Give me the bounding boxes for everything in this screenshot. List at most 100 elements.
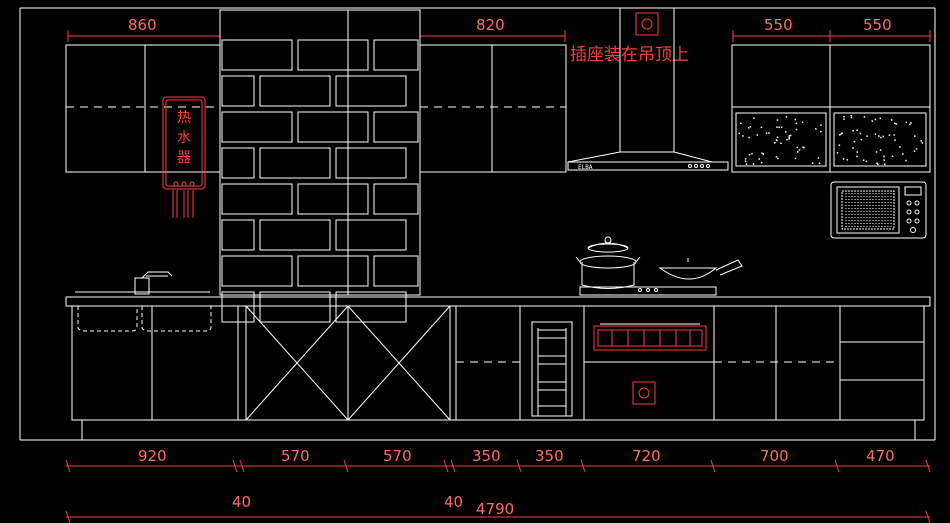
brick (373, 39, 419, 71)
mesh-dot (878, 193, 880, 194)
mesh-dot (884, 193, 886, 194)
speckle (786, 138, 788, 141)
mesh-dot (887, 199, 889, 200)
mesh-dot (887, 214, 889, 215)
speckle (788, 135, 791, 137)
brick (335, 147, 407, 179)
speckle (899, 146, 901, 148)
speckle (796, 146, 799, 149)
mesh-dot (875, 205, 877, 206)
mesh-dot (851, 226, 853, 227)
mesh-dot (890, 214, 892, 215)
speckle (818, 162, 821, 164)
mesh-dot (863, 199, 865, 200)
mesh-dot (875, 193, 877, 194)
top-dim-550-right: 550 (863, 16, 892, 34)
mesh-dot (851, 223, 853, 224)
mesh-dot (884, 208, 886, 209)
mesh-dot (869, 193, 871, 194)
bottom-dim-470: 470 (866, 447, 895, 465)
mesh-dot (887, 202, 889, 203)
mesh-dot (854, 196, 856, 197)
mesh-dot (893, 214, 895, 215)
speckle (802, 146, 804, 148)
speckle (910, 122, 912, 124)
mesh-dot (875, 220, 877, 221)
speckle (761, 152, 763, 155)
top-dim-550-left: 550 (764, 16, 793, 34)
mesh-dot (854, 208, 856, 209)
mesh-dot (851, 202, 853, 203)
mesh-dot (872, 223, 874, 224)
speckle (902, 153, 904, 155)
speckle (875, 151, 878, 153)
speckle (744, 158, 747, 160)
water-heater (162, 96, 206, 218)
mesh-dot (854, 220, 856, 221)
mesh-dot (881, 214, 883, 215)
speckle (785, 116, 788, 118)
mesh-dot (857, 205, 859, 206)
mesh-dot (872, 211, 874, 212)
speckle (758, 158, 760, 160)
mesh-dot (863, 223, 865, 224)
mesh-dot (848, 226, 850, 227)
speckle (856, 129, 858, 131)
speckle (843, 118, 845, 120)
mesh-dot (869, 223, 871, 224)
brick (221, 39, 293, 71)
mesh-dot (863, 202, 865, 203)
mesh-dot (869, 226, 871, 227)
mesh-dot (887, 208, 889, 209)
mesh-dot (869, 205, 871, 206)
speckle (846, 159, 849, 161)
mesh-dot (881, 220, 883, 221)
mesh-dot (878, 208, 880, 209)
mesh-dot (878, 196, 880, 197)
speckle (762, 153, 764, 155)
speckle (776, 126, 778, 128)
microwave-mesh (845, 193, 895, 227)
mesh-dot (884, 214, 886, 215)
top-dimension-lines (67, 30, 931, 42)
mesh-dot (884, 211, 886, 212)
speckle (862, 159, 865, 161)
mesh-dot (893, 217, 895, 218)
mesh-dot (872, 214, 874, 215)
bottom-dim-350-a: 350 (472, 447, 501, 465)
speckle (852, 147, 854, 149)
speckle (882, 135, 884, 138)
water-heater-label-1: 热 (177, 110, 191, 126)
speckle (894, 139, 896, 141)
mesh-dot (866, 220, 868, 221)
total-width-dim: 4790 (476, 500, 514, 518)
speckle (788, 136, 790, 139)
speckle (756, 134, 758, 136)
mesh-dot (854, 223, 856, 224)
speckle (811, 162, 814, 164)
mesh-dot (860, 223, 862, 224)
mesh-dot (860, 211, 862, 212)
mesh-dot (845, 199, 847, 200)
speckle (780, 126, 783, 128)
mesh-dot (857, 211, 859, 212)
brick (221, 183, 293, 215)
mesh-dot (890, 208, 892, 209)
bottom-dim-720: 720 (632, 447, 661, 465)
mesh-dot (860, 193, 862, 194)
mesh-dot (845, 223, 847, 224)
mesh-dot (860, 208, 862, 209)
mesh-dot (893, 223, 895, 224)
mesh-dot (878, 226, 880, 227)
mesh-dot (875, 223, 877, 224)
speckle (839, 134, 841, 136)
speckle (778, 126, 780, 129)
mesh-dot (863, 205, 865, 206)
speckle (789, 134, 792, 137)
speckle (877, 163, 879, 165)
speckle (775, 156, 778, 158)
speckle (752, 163, 755, 165)
countertop (65, 296, 931, 307)
speckle (820, 124, 822, 126)
speckle (880, 136, 882, 139)
